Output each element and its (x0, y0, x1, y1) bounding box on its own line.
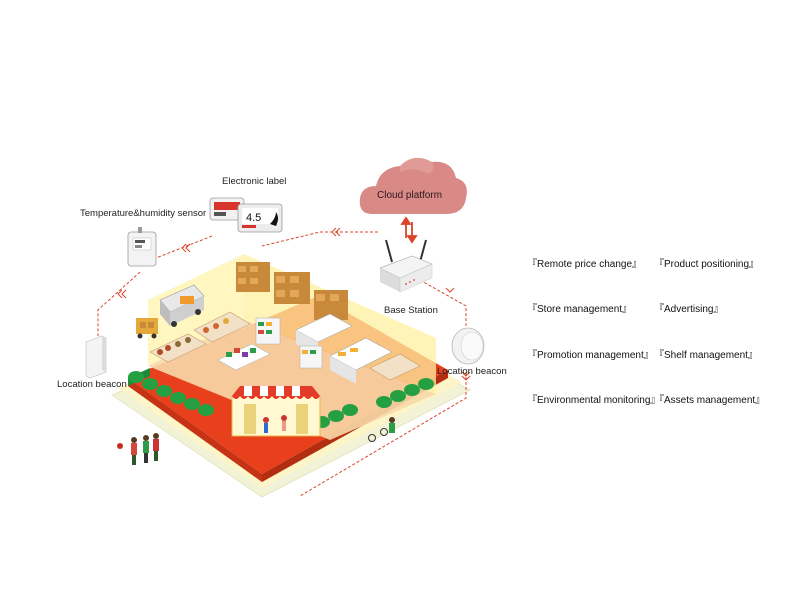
sync-arrows-icon (400, 216, 418, 244)
shoppers-group (117, 433, 159, 465)
feature-assets-management: 『Assets management』 (654, 395, 766, 406)
cloud-platform-icon (359, 157, 467, 214)
cyclist (368, 417, 395, 442)
link-beacon-to-floor (299, 372, 467, 497)
electronic-label-icon: 4.5 (209, 197, 283, 233)
delivery-truck (159, 284, 205, 327)
feature-shelf-management: 『Shelf management』 (654, 350, 758, 361)
connection-lines (97, 231, 467, 497)
store-entrance (231, 386, 321, 437)
link-router-to-label (261, 231, 378, 247)
link-arrows (117, 227, 471, 381)
store-floor-interior (148, 320, 436, 440)
location-beacon-left-caption: Location beacon (57, 379, 127, 390)
label-price-text: 4.5 (246, 212, 261, 224)
feature-promotion-management: 『Promotion management』 (527, 350, 654, 361)
location-beacon-left-icon (85, 335, 107, 379)
link-label-to-sensor (155, 235, 213, 259)
base-station-caption: Base Station (384, 305, 438, 316)
router-icon (379, 239, 433, 293)
feature-product-positioning: 『Product positioning』 (654, 259, 760, 270)
store-shelves (255, 317, 323, 369)
feature-environmental-monitoring: 『Environmental monitoring』 (527, 395, 661, 406)
hedges (128, 368, 434, 428)
feature-remote-price-change: 『Remote price change』 (527, 259, 643, 270)
feature-advertising: 『Advertising』 (654, 304, 724, 315)
link-router-to-beacon (419, 279, 467, 326)
location-beacon-right-caption: Location beacon (437, 366, 507, 377)
produce-displays (149, 311, 271, 371)
location-beacon-right-icon (451, 327, 485, 365)
temperature-sensor-caption: Temperature&humidity sensor (80, 208, 207, 219)
warehouse-shelves (236, 262, 348, 320)
feature-store-management: 『Store management』 (527, 304, 633, 315)
red-floor-shadow (128, 378, 262, 482)
temperature-sensor-icon (127, 227, 157, 267)
electronic-label-caption: Electronic label (222, 176, 287, 187)
link-sensor-to-beacon (97, 271, 141, 336)
forklift (136, 318, 158, 339)
freezer-section (295, 313, 421, 384)
cloud-platform-label: Cloud platform (377, 190, 443, 201)
